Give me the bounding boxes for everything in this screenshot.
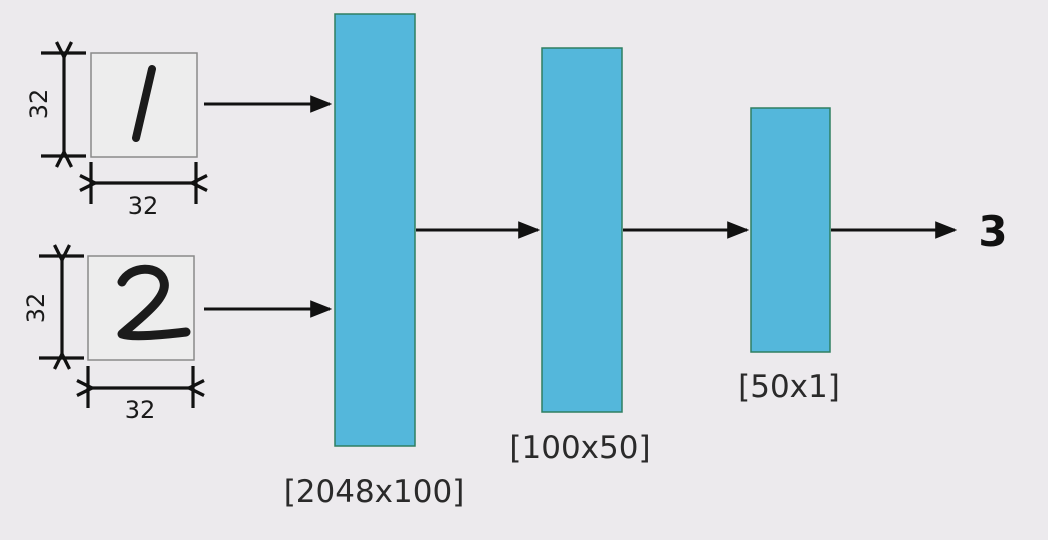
digit-1-stroke: [132, 65, 156, 142]
input-2-width-label: 32: [125, 396, 156, 424]
output-value: 3: [978, 207, 1007, 256]
input-1-width-label: 32: [128, 192, 159, 220]
digit-2-stroke: [117, 264, 191, 341]
input-2-height-label: 32: [22, 293, 50, 324]
layer-3-label: [50x1]: [738, 369, 840, 405]
layer-1-label: [2048x100]: [284, 474, 465, 510]
layer-1-block: [334, 13, 416, 447]
layer-3-block: [750, 107, 831, 353]
input-image-2-group: 32 32: [22, 256, 194, 424]
layer-2-label: [100x50]: [509, 430, 650, 466]
layer-2-block: [541, 47, 623, 413]
input-image-1-group: 32 32: [25, 53, 197, 220]
input-1-height-label: 32: [25, 89, 53, 120]
